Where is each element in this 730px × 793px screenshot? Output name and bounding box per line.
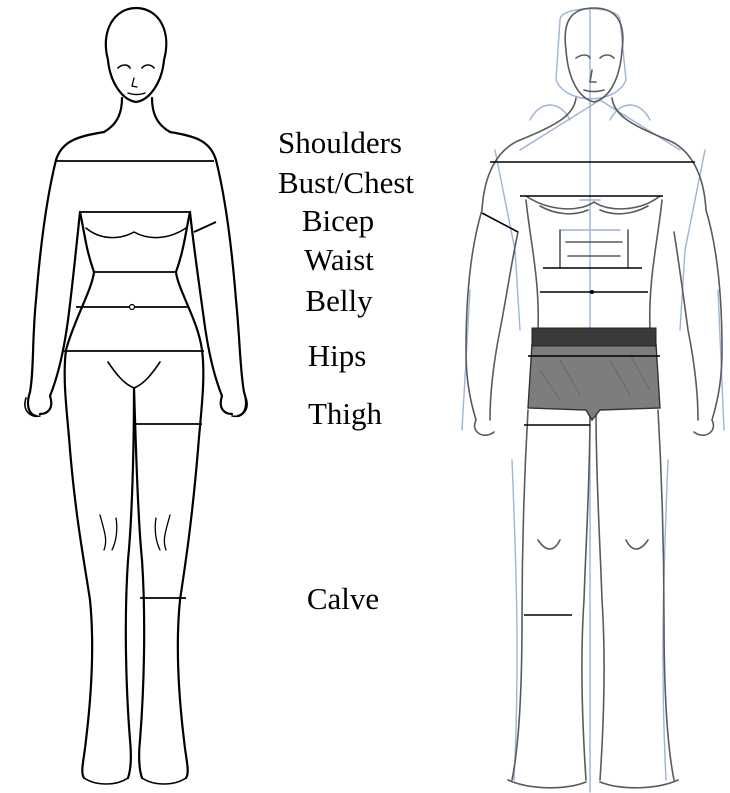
male-navel-dot xyxy=(590,290,594,294)
label-shoulders: Shoulders xyxy=(278,127,402,158)
label-thigh: Thigh xyxy=(308,398,382,429)
male-figure xyxy=(440,0,730,793)
label-belly: Belly xyxy=(305,285,372,316)
shorts-waistband xyxy=(532,328,656,346)
label-calve: Calve xyxy=(307,583,379,614)
label-waist: Waist xyxy=(304,244,374,275)
bicep-line xyxy=(194,222,216,232)
label-bicep: Bicep xyxy=(302,205,374,236)
label-bust-chest: Bust/Chest xyxy=(278,167,414,198)
male-bicep-line xyxy=(482,213,518,232)
female-figure xyxy=(0,0,260,793)
navel-dot xyxy=(130,305,135,310)
label-hips: Hips xyxy=(308,340,367,371)
